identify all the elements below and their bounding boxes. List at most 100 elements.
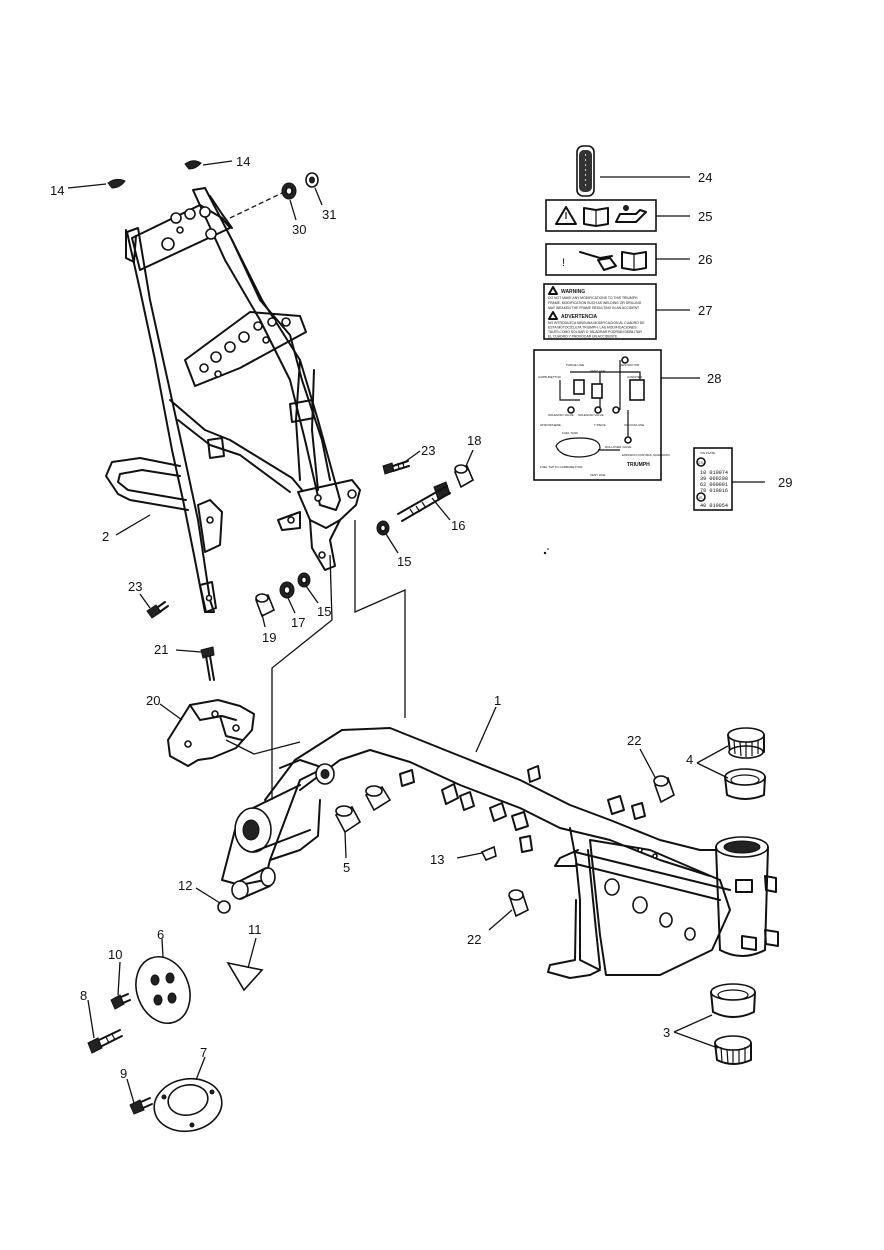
vin-row-3: 62 000001 bbox=[700, 482, 728, 488]
callout-29: 29 bbox=[778, 475, 792, 490]
warning-line-2: FRAME. MODIFICATION SUCH AS WELDING OR D… bbox=[548, 301, 642, 305]
vac-t-piece: T PIECE bbox=[594, 423, 606, 427]
bolt-23-lower bbox=[146, 601, 169, 619]
nut-17 bbox=[279, 581, 295, 599]
warning-line-3: MAY WEAKEN THE FRAME RESULTING IN AN ACC… bbox=[548, 306, 639, 310]
bearing-4 bbox=[724, 727, 766, 800]
bolt-16 bbox=[397, 481, 451, 522]
vac-carburettor: CARBURETTOR bbox=[538, 375, 562, 379]
vac-vent-line-2: VENT LINE bbox=[590, 473, 605, 477]
callout-24: 24 bbox=[698, 170, 712, 185]
callout-2: 2 bbox=[102, 529, 109, 544]
callout-12: 12 bbox=[178, 878, 192, 893]
callouts: 14 14 30 31 24 25 26 27 28 29 23 18 16 1… bbox=[50, 154, 792, 1081]
callout-8: 8 bbox=[80, 988, 87, 1003]
vac-restrictor: RESTRICTOR bbox=[620, 363, 640, 367]
vac-fuel-tank: FUEL TANK bbox=[562, 431, 578, 435]
advertencia-line-2: ESTA MOTOCICLETA TRIUMPH. LAS MODIFICACI… bbox=[548, 326, 637, 330]
bracket-20 bbox=[167, 699, 255, 767]
vin-heading: VIN PLATE bbox=[700, 451, 715, 455]
vac-solenoid-valve-2: SOLENOID VALVE bbox=[578, 413, 604, 417]
bolt-10 bbox=[110, 993, 131, 1010]
callout-23-upper: 23 bbox=[421, 443, 435, 458]
warning-title: WARNING bbox=[561, 289, 585, 295]
callout-3: 3 bbox=[663, 1025, 670, 1040]
callout-27: 27 bbox=[698, 303, 712, 318]
advertencia-line-3: TALES COMO SOLDAR O TALADRAR PODRIAN DEB… bbox=[548, 330, 642, 334]
washer-15-upper bbox=[376, 520, 390, 536]
callout-7: 7 bbox=[200, 1045, 207, 1060]
callout-25: 25 bbox=[698, 209, 712, 224]
sticker-24 bbox=[576, 145, 595, 197]
vin-row-1: 10 010074 bbox=[700, 470, 728, 476]
callout-16: 16 bbox=[451, 518, 465, 533]
washer-15-lower bbox=[297, 572, 311, 588]
clip-13 bbox=[480, 845, 497, 862]
callout-18: 18 bbox=[467, 433, 481, 448]
bolt-9 bbox=[129, 1097, 153, 1115]
callout-13: 13 bbox=[430, 852, 444, 867]
callout-9: 9 bbox=[120, 1066, 127, 1081]
vac-brand: TRIUMPH bbox=[627, 462, 650, 468]
callout-11: 11 bbox=[248, 922, 262, 937]
cover-6 bbox=[135, 956, 191, 1024]
callout-22-upper: 22 bbox=[627, 733, 641, 748]
vin-row-4: 78 010016 bbox=[700, 488, 728, 494]
vac-emission-control: EMISSION CONTROL SCHEMATIC bbox=[622, 453, 671, 457]
reference-lines bbox=[225, 520, 406, 800]
bush-30 bbox=[281, 182, 297, 200]
callout-5: 5 bbox=[343, 860, 350, 875]
vac-rollover-valve: ROLLOVER VALVE bbox=[605, 445, 631, 449]
main-frame bbox=[221, 727, 779, 979]
label-29: VIN PLATE E11 10 010074 39 000208 62 000… bbox=[693, 447, 733, 511]
leader-lines bbox=[67, 160, 765, 1104]
vac-vent-line: VENT LINE bbox=[590, 369, 605, 373]
vin-tag-e11: E11 bbox=[699, 461, 704, 465]
label-28: PURGE LINE RESTRICTOR VENT LINE CARBURET… bbox=[533, 349, 671, 481]
spacer-22-upper bbox=[653, 775, 675, 804]
callout-22-lower: 22 bbox=[467, 932, 481, 947]
washer-31 bbox=[305, 172, 319, 188]
callout-26: 26 bbox=[698, 252, 712, 267]
callout-14-right: 14 bbox=[236, 154, 250, 169]
callout-4: 4 bbox=[686, 752, 693, 767]
vac-solenoid-valve-1: SOLENOID VALVE bbox=[548, 413, 574, 417]
callout-1: 1 bbox=[494, 693, 501, 708]
callout-17: 17 bbox=[291, 615, 305, 630]
vac-atmosphere: ATMOSPHERE bbox=[540, 423, 561, 427]
label-25 bbox=[545, 199, 657, 232]
vin-tag-e1: E1 bbox=[699, 496, 703, 500]
callout-10: 10 bbox=[108, 947, 122, 962]
spacer-22-lower bbox=[508, 889, 529, 918]
callout-14-left: 14 bbox=[50, 183, 64, 198]
advertencia-line-1: NO INTRODUZCA NINGUNA MODIFICACION AL CU… bbox=[548, 321, 645, 325]
plug-12 bbox=[217, 900, 231, 914]
bolt-23-upper bbox=[382, 460, 410, 475]
callout-15-upper: 15 bbox=[397, 554, 411, 569]
vin-row-2: 39 000208 bbox=[700, 476, 728, 482]
bolt-8 bbox=[87, 1029, 123, 1054]
callout-19: 19 bbox=[262, 630, 276, 645]
bearing-3 bbox=[710, 983, 756, 1065]
vin-row-5: 40 010054 bbox=[700, 503, 728, 509]
cover-7 bbox=[153, 1077, 223, 1133]
label-27: WARNING DO NOT MAKE ANY MODIFICATIONS TO… bbox=[543, 283, 657, 340]
callout-15-lower: 15 bbox=[317, 604, 331, 619]
label-26-bang: ! bbox=[562, 257, 565, 269]
grommet-14-right bbox=[184, 160, 202, 170]
upper-subframe bbox=[105, 187, 361, 613]
vac-fuel-tap: FUEL TAP TO CARBURETTOR bbox=[540, 465, 583, 469]
label-26: ! bbox=[545, 243, 657, 276]
callout-30: 30 bbox=[292, 222, 306, 237]
cover-11 bbox=[226, 961, 264, 992]
callout-28: 28 bbox=[707, 371, 721, 386]
advertencia-line-4: EL CUADRO Y PROVOCAR UN ACCIDENTE bbox=[548, 335, 618, 339]
callout-31: 31 bbox=[322, 207, 336, 222]
advertencia-title: ADVERTENCIA bbox=[561, 314, 598, 320]
grommet-14-left bbox=[107, 178, 126, 189]
spacer-18 bbox=[453, 464, 475, 489]
callout-23-lower: 23 bbox=[128, 579, 142, 594]
spacer-19 bbox=[254, 593, 276, 618]
spacer-5 bbox=[334, 785, 392, 834]
